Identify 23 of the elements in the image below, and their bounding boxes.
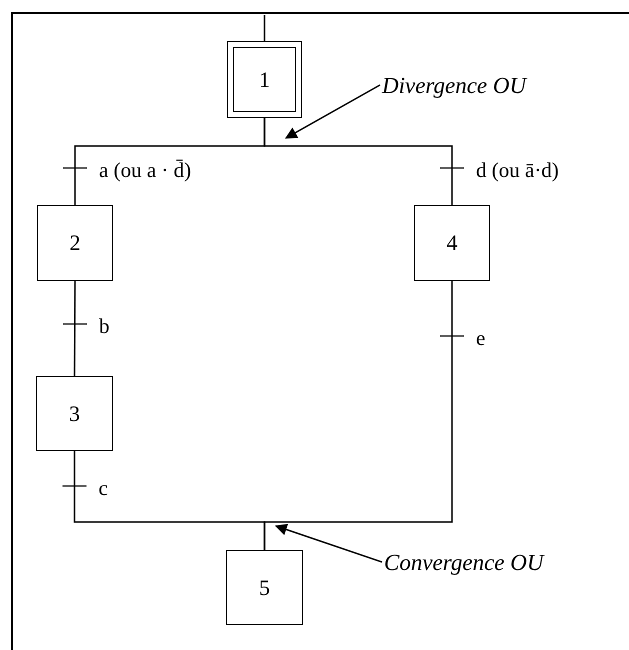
link-line (264, 118, 453, 205)
link-line (264, 281, 453, 550)
leader-arrow (274, 524, 382, 563)
step-number: 2 (70, 232, 80, 254)
step-box (414, 205, 490, 281)
step-box (36, 376, 113, 451)
transition-label: e (476, 328, 486, 349)
step-number: 5 (259, 576, 270, 598)
annotation-text: Convergence OU (384, 545, 544, 579)
transition-label: c (98, 478, 108, 499)
step-box (37, 205, 113, 281)
step-number: 1 (259, 68, 270, 90)
transition-label: d (ou ā·d) (476, 160, 559, 181)
annotation-text: Divergence OU (382, 68, 526, 102)
step-number: 3 (69, 402, 80, 424)
step-box (226, 550, 303, 625)
link-line (74, 281, 76, 376)
transition-label: a (ou a · d̄) (99, 160, 192, 181)
step-number: 4 (446, 232, 458, 254)
leader-arrow (284, 84, 380, 139)
link-line (264, 15, 266, 41)
initial-step-box (227, 41, 302, 118)
transition-label: b (99, 316, 110, 337)
